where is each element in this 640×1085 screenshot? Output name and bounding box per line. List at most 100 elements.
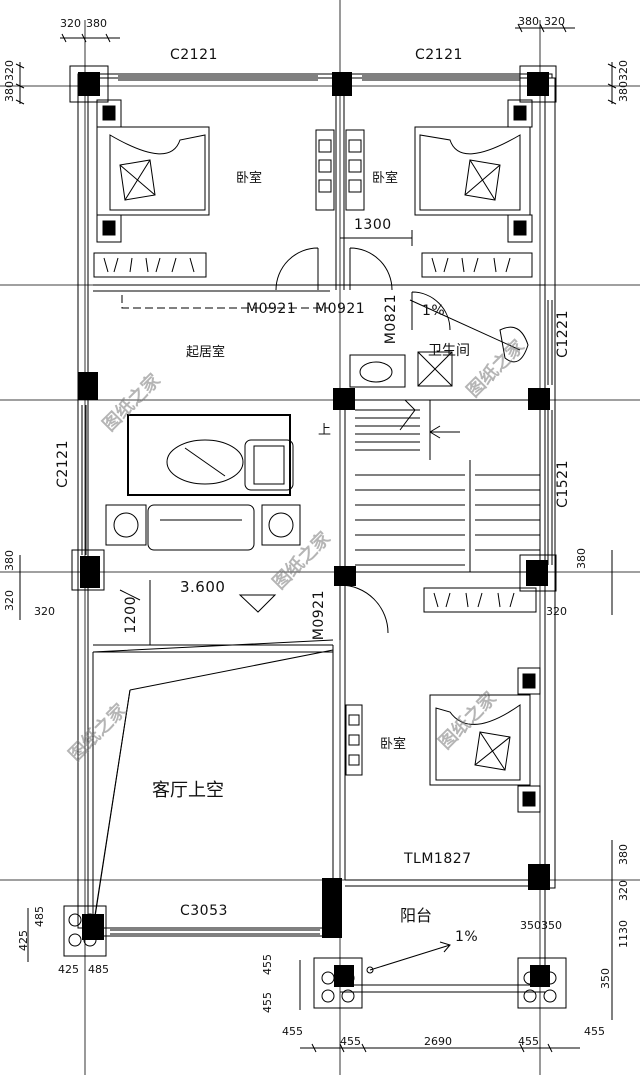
dim-bot-455-e: 455 [518,1035,539,1048]
dim-bot-right-380: 380 [617,844,630,865]
shelf-center-right [345,129,365,211]
dim-bot-left-425b: 425 [58,963,79,976]
dim-label-1200: 1200 [123,596,139,634]
bed-nw [96,99,210,243]
shelf-bedroom-s [345,704,363,776]
wardrobe-nw [93,252,207,278]
elevation-marker [238,594,277,613]
window-code-c1221: C1221 [555,310,571,358]
window-top-right [362,75,520,81]
window-code-c3053: C3053 [180,903,228,919]
dim-side-left-top: 380320 [3,60,16,102]
dim-top-l1: 320 [60,17,81,30]
wardrobe-stair [423,587,537,613]
dim-mid-left-320b: 320 [34,605,55,618]
slope-label-bath: 1% [422,303,446,319]
door-code-m0921-a: M0921 [246,301,297,317]
dim-bot-455-a: 455 [261,954,274,975]
dim-side-right-top: 380320 [617,60,630,102]
side-table-left [105,504,147,546]
shelf-center-left [315,129,335,211]
side-table-right [261,504,301,546]
column-box-e [519,554,557,592]
column-box-s1 [313,957,363,1009]
wall-right [544,77,556,889]
dim-top-r1: 380 [518,15,539,28]
wardrobe-ne [421,252,533,278]
door-swing-a [275,247,319,291]
door-swing-b [349,247,393,291]
dim-bot-right-320: 320 [617,880,630,901]
pillar-s2 [523,971,557,1003]
window-code-top-right: C2121 [415,47,463,63]
window-code-top-left: C2121 [170,47,218,63]
dashed-line-living [121,295,330,309]
dim-bot-right-350350: 350350 [520,919,562,932]
room-label-living: 起居室 [186,345,226,360]
column-box-sw [63,905,107,957]
dim-bot-right-1130: 1130 [617,920,630,948]
dim-bot-left-485: 485 [33,906,46,927]
window-bottom-c3053 [110,929,320,935]
door-swing-bath [411,291,451,331]
column-box-s2 [517,957,567,1009]
basin-bowl [359,361,393,383]
dim-bot-455-d: 455 [340,1035,361,1048]
room-label-void: 客厅上空 [152,780,224,801]
dim-ticks [15,23,617,1053]
window-left [81,405,87,555]
dim-top-r2: 320 [544,15,565,28]
window-right-c1221 [547,300,553,385]
dim-bot-left-425: 425 [17,930,30,951]
toilet [499,326,529,363]
balcony-door-line [119,589,141,601]
window-right-c1521 [547,410,553,565]
door-code-m0921-b: M0921 [315,301,366,317]
column-box-w [71,549,105,591]
dim-bot-455-f: 455 [584,1025,605,1038]
room-label-balcony: 阳台 [400,906,433,925]
wall-bottom-left [87,927,329,937]
dim-1300-line [340,230,413,246]
sofa [147,504,255,551]
bed-ne [414,99,533,243]
bed-south [429,667,541,813]
dim-mid-left-380: 380 [3,550,16,571]
pillar-sw [68,913,97,947]
door-code-tlm1827: TLM1827 [404,851,472,867]
stair-up-label: 上 [318,423,332,438]
room-label-bedroom-ne: 卧室 [372,171,399,186]
door-code-m0821: M0821 [383,294,399,345]
wash-basin [349,354,406,388]
dim-mid-right-320: 320 [546,605,567,618]
room-label-bedroom-nw: 卧室 [236,171,263,186]
coffee-table-area [127,414,294,496]
door-code-m0921-c: M0921 [311,590,327,641]
room-label-bathroom: 卫生间 [428,343,470,359]
pillar-s1 [321,971,355,1003]
slope-label-balcony: 1% [455,929,479,945]
dim-mid-right-380: 380 [575,548,588,569]
dim-label-1300: 1300 [354,217,392,233]
dim-bot-455-b: 455 [261,992,274,1013]
shower-tray [417,351,453,387]
window-code-left: C2121 [55,440,71,488]
dim-bot-455-c: 455 [282,1025,303,1038]
column-box-ne [519,65,557,103]
column-box-nw [69,65,109,103]
elevation-label: 3.600 [180,578,226,596]
dim-bot-2690: 2690 [424,1035,452,1048]
columns [78,72,550,987]
dim-bot-right-350: 350 [599,968,612,989]
dim-bot-left-485b: 485 [88,963,109,976]
balcony-slope-arrow [369,941,451,971]
door-swing-c [339,584,389,640]
dim-top-l2: 380 [86,17,107,30]
window-top-left [118,75,318,81]
window-code-c1521: C1521 [555,460,571,508]
room-label-bedroom-s: 卧室 [380,737,407,752]
staircase [344,399,541,573]
dim-mid-left-320: 320 [3,590,16,611]
